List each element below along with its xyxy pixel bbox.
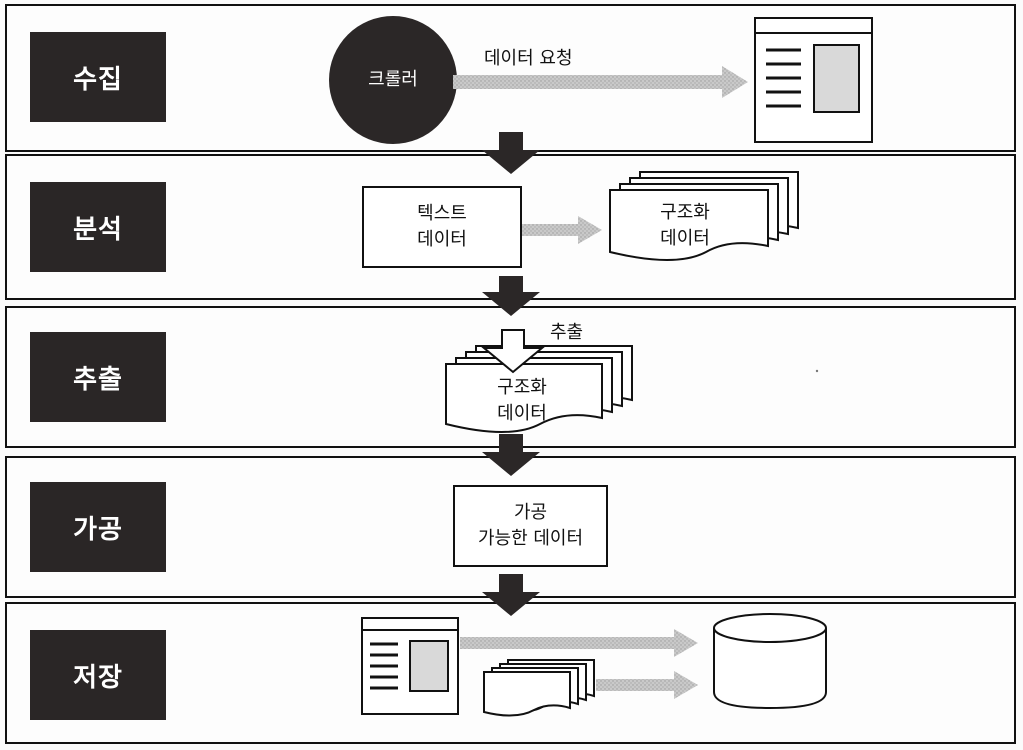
processable-line-1: 가공 [513, 502, 548, 523]
text-data-label: 텍스트 데이터 [362, 186, 522, 268]
stage-label-analyze: 분석 [30, 182, 166, 272]
structured-data-label-analyze: 구조화 데이터 [615, 196, 755, 256]
text-data-line-2: 데이터 [417, 229, 467, 250]
request-label: 데이터 요청 [484, 48, 573, 69]
stage-label-process: 가공 [30, 482, 166, 572]
structured-data-line-1: 구조화 [660, 202, 710, 223]
stage-label-text: 분석 [73, 214, 123, 245]
stage-label-text: 수집 [73, 64, 123, 95]
structured-data-line-1: 구조화 [497, 377, 547, 398]
text-data-line-1: 텍스트 [417, 203, 467, 224]
stage-label-text: 추출 [73, 364, 123, 395]
processable-data-box [453, 485, 608, 567]
stage-label-collect: 수집 [30, 32, 166, 122]
structured-data-line-2: 데이터 [660, 228, 710, 249]
stage-label-extract: 추출 [30, 332, 166, 422]
structured-data-label-extract: 구조화 데이터 [452, 372, 592, 430]
processable-line-2: 가능한 데이터 [477, 528, 584, 549]
stage-label-store: 저장 [30, 630, 166, 720]
stage-label-text: 저장 [73, 662, 123, 693]
extract-arrow-label: 추출 [550, 322, 584, 343]
stage-label-text: 가공 [73, 514, 123, 545]
crawler-label: 크롤러 [333, 60, 453, 100]
text-data-box [362, 186, 522, 268]
structured-data-line-2: 데이터 [497, 403, 547, 424]
processable-data-label: 가공 가능한 데이터 [453, 485, 608, 567]
crawler-label-text: 크롤러 [368, 69, 418, 90]
